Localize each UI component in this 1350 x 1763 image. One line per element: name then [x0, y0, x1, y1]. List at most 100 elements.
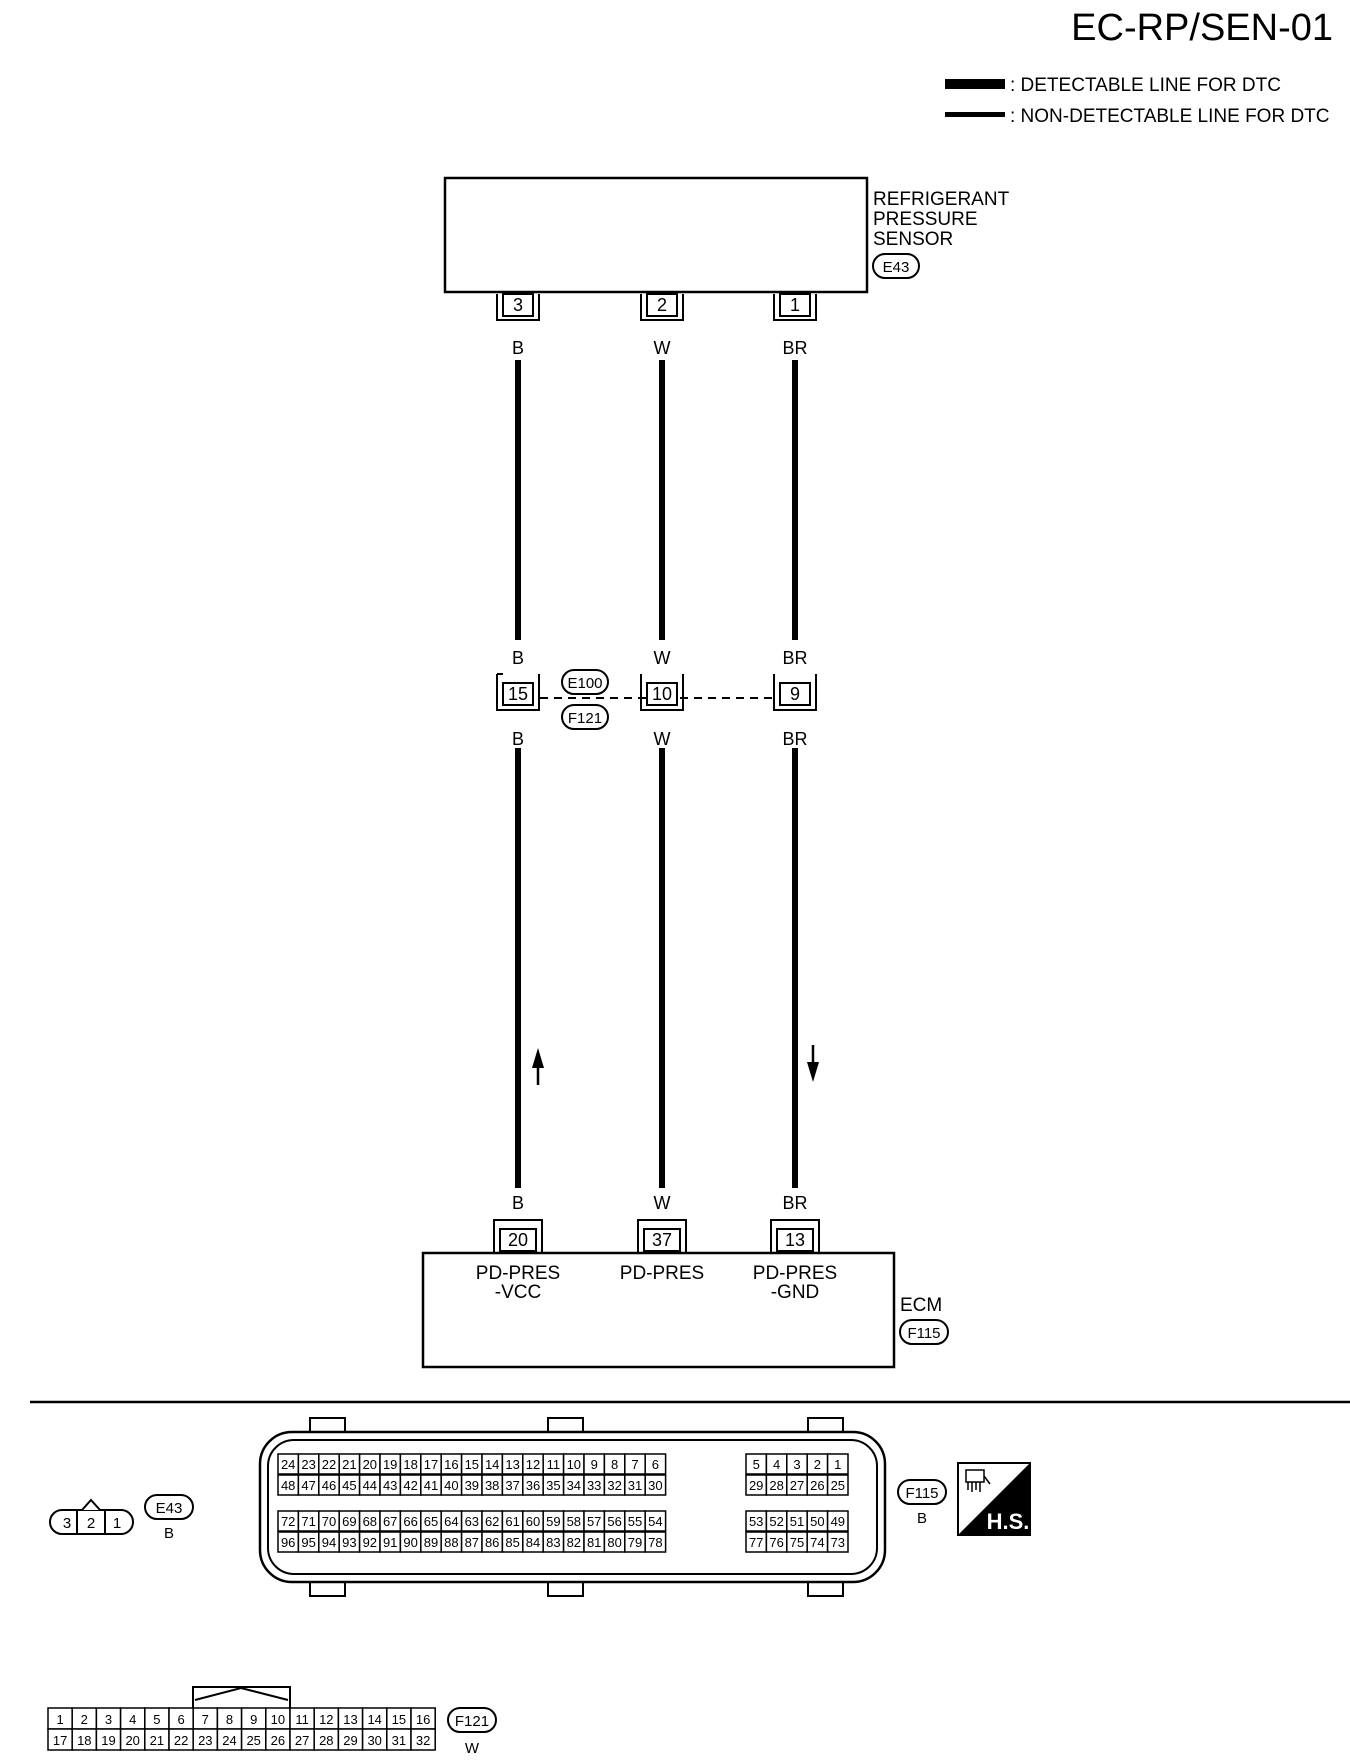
cavity-54-number: 54 — [648, 1514, 662, 1529]
cavity-1-number: 1 — [56, 1712, 63, 1727]
f115-inner-shell — [267, 1439, 878, 1575]
cavity-84-number: 84 — [526, 1535, 540, 1550]
sensor-pins: 3 2 1 B W BR — [496, 293, 817, 358]
ecm: B W BR 20 37 13 PD-PRES -VCC PD-PRES PD-… — [421, 1188, 949, 1369]
wire-color-br-top: BR — [782, 338, 807, 358]
cavity-52-number: 52 — [769, 1514, 783, 1529]
wire-color-w-ecm: W — [654, 1193, 671, 1213]
cavity-16-number: 16 — [444, 1457, 458, 1472]
ecm-pin-13-label-1: PD-PRES — [753, 1263, 837, 1284]
ecm-pin-13-label-2: -GND — [771, 1282, 820, 1303]
cavity-67-number: 67 — [383, 1514, 397, 1529]
cavity-83-number: 83 — [546, 1535, 560, 1550]
cavity-26-number: 26 — [271, 1733, 285, 1748]
cavity-21-number: 21 — [150, 1733, 164, 1748]
wire-color-br-ecm: BR — [782, 1193, 807, 1213]
cavity-21-number: 21 — [342, 1457, 356, 1472]
cavity-1 — [826, 1453, 849, 1475]
sensor-box — [443, 176, 869, 294]
joint-pin-15: 15 — [496, 673, 540, 711]
cavity-96-number: 96 — [281, 1535, 295, 1550]
sensor-pin-2-number: 2 — [657, 295, 667, 315]
flow-arrow-up — [532, 1048, 544, 1085]
joint-connector-lower-id: F121 — [568, 710, 602, 727]
e43-key-tab — [81, 1498, 101, 1511]
cavity-14-number: 14 — [485, 1457, 499, 1472]
cavity-42-number: 42 — [403, 1478, 417, 1493]
hs-badge-text: H.S. — [987, 1509, 1030, 1534]
wire-color-b-ecm: B — [512, 1193, 524, 1213]
cavity-6 — [644, 1453, 667, 1475]
cavity-44-number: 44 — [363, 1478, 377, 1493]
cavity-60-number: 60 — [526, 1514, 540, 1529]
legend-label-non-detectable: : NON-DETECTABLE LINE FOR DTC — [1010, 106, 1330, 127]
cavity-95-number: 95 — [301, 1535, 315, 1550]
cavity-53-number: 53 — [749, 1514, 763, 1529]
cavity-8-number: 8 — [611, 1457, 618, 1472]
cavity-34-number: 34 — [567, 1478, 581, 1493]
cavity-63-number: 63 — [465, 1514, 479, 1529]
cavity-88-number: 88 — [444, 1535, 458, 1550]
cavity-15-number: 15 — [465, 1457, 479, 1472]
cavity-1-number: 1 — [834, 1457, 841, 1472]
harness-side-badge: H.S. — [957, 1462, 1031, 1536]
cavity-73-number: 73 — [831, 1535, 845, 1550]
cavity-27-number: 27 — [295, 1733, 309, 1748]
e43-id-pill — [144, 1494, 194, 1520]
ecm-name: ECM — [900, 1295, 942, 1316]
wire-color-br-joint-bottom: BR — [782, 729, 807, 749]
cavity-9-number: 9 — [250, 1712, 257, 1727]
joint-pin-9-number: 9 — [790, 684, 800, 704]
joint-connector: B W BR 15 10 9 E100 F121 B W BR — [496, 643, 817, 749]
cavity-19-number: 19 — [101, 1733, 115, 1748]
cavity-89-number: 89 — [424, 1535, 438, 1550]
cavity-32 — [410, 1728, 436, 1751]
cavity-86-number: 86 — [485, 1535, 499, 1550]
cavity-58-number: 58 — [567, 1514, 581, 1529]
f115-id-pill — [897, 1479, 947, 1505]
legend: : DETECTABLE LINE FOR DTC : NON-DETECTAB… — [945, 75, 1330, 127]
cavity-90-number: 90 — [403, 1535, 417, 1550]
hs-connector-icon — [965, 1469, 991, 1492]
ecm-connector-id: F115 — [907, 1325, 940, 1342]
cavity-85-number: 85 — [505, 1535, 519, 1550]
cavity-24-number: 24 — [281, 1457, 295, 1472]
cavity-30-number: 30 — [367, 1733, 381, 1748]
cavity-49 — [826, 1510, 849, 1532]
cavity-3-number: 3 — [793, 1457, 800, 1472]
cavity-77-number: 77 — [749, 1535, 763, 1550]
sensor-name-line-3: SENSOR — [873, 229, 953, 250]
cavity-76-number: 76 — [769, 1535, 783, 1550]
cavity-70-number: 70 — [322, 1514, 336, 1529]
sensor-pin-2: 2 — [640, 293, 684, 321]
wire-color-b-top: B — [512, 338, 524, 358]
cavity-19-number: 19 — [383, 1457, 397, 1472]
cavity-20-number: 20 — [125, 1733, 139, 1748]
cavity-37-number: 37 — [505, 1478, 519, 1493]
cavity-45-number: 45 — [342, 1478, 356, 1493]
cavity-6-number: 6 — [652, 1457, 659, 1472]
cavity-23-number: 23 — [198, 1733, 212, 1748]
cavity-39-number: 39 — [465, 1478, 479, 1493]
cavity-17-number: 17 — [53, 1733, 67, 1748]
cavity-18-number: 18 — [403, 1457, 417, 1472]
cavity-32-number: 32 — [607, 1478, 621, 1493]
legend-label-detectable: : DETECTABLE LINE FOR DTC — [1010, 75, 1281, 96]
cavity-7-number: 7 — [631, 1457, 638, 1472]
cavity-5-number: 5 — [753, 1457, 760, 1472]
legend-thin-line — [945, 112, 1005, 117]
cavity-3-number: 3 — [105, 1712, 112, 1727]
cavity-50-number: 50 — [810, 1514, 824, 1529]
cavity-47-number: 47 — [301, 1478, 315, 1493]
cavity-14-number: 14 — [367, 1712, 381, 1727]
wire-color-w-joint-top: W — [654, 648, 671, 668]
cavity-51-number: 51 — [790, 1514, 804, 1529]
cavity-26-number: 26 — [810, 1478, 824, 1493]
ecm-pin-20-number: 20 — [508, 1230, 528, 1250]
cavity-80-number: 80 — [607, 1535, 621, 1550]
hs-badge-triangle — [958, 1463, 1030, 1535]
cavity-15-number: 15 — [392, 1712, 406, 1727]
